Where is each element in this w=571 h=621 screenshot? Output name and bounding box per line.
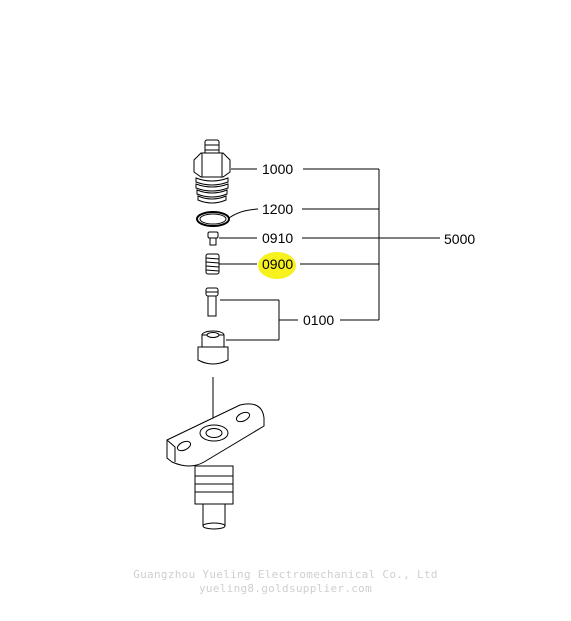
part-1200-oring-drawing [196,211,230,227]
assembly-bracket-5000 [300,168,440,321]
part-label-1200[interactable]: 1200 [262,201,294,217]
highlight-marker [258,252,296,279]
part-0100-body-drawing [197,330,229,365]
part-0900-spring-drawing [205,253,220,275]
part-label-1000[interactable]: 1000 [262,161,294,177]
leader-lines [219,168,298,341]
watermark-url: yueling8.goldsupplier.com [198,582,373,595]
part-0910-drawing [207,231,219,246]
part-label-0100[interactable]: 0100 [303,312,335,328]
part-0100-needle-drawing [205,287,219,317]
watermark-company: Guangzhou Yueling Electromechanical Co.,… [133,568,438,581]
lower-housing-drawing [166,403,265,530]
part-label-0910[interactable]: 0910 [262,230,294,246]
part-1000-drawing [193,139,231,204]
part-label-5000[interactable]: 5000 [444,231,476,247]
part-label-0900[interactable]: 0900 [262,256,294,272]
